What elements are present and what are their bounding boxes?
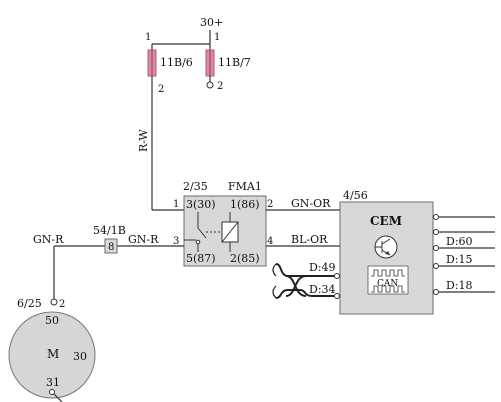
supply-label: 30+: [200, 16, 223, 29]
wire-gn-r: GN-R GN-R: [33, 233, 184, 306]
transistor-icon: [374, 235, 398, 259]
relay-pin-1-86: 1(86): [230, 198, 260, 211]
wire-gn-or: GN-OR: [266, 197, 340, 211]
fuse-label: 11B/7: [218, 56, 251, 69]
wire-label-gn-r-left: GN-R: [33, 233, 64, 246]
relay-pin-3-30: 3(30): [186, 198, 216, 211]
fuse-pin: 2: [217, 81, 223, 92]
connector-pin: 8: [108, 242, 114, 253]
relay-name: FMA1: [228, 180, 262, 193]
cem-name: CEM: [370, 214, 402, 228]
fuse-pin: 2: [158, 84, 164, 95]
connector-54-1b: 8 54/1B: [93, 224, 126, 254]
cem-line-d18: D:18: [446, 279, 473, 292]
cem-ref: 4/56: [343, 189, 368, 202]
wire-label-gn-r-right: GN-R: [128, 233, 159, 246]
can-bus-icon: CAN: [367, 265, 409, 295]
can-twisted-pair: D:49 D:34: [272, 261, 336, 299]
fuse-11b6: 11B/6 2: [147, 49, 193, 95]
motor-pin-30: 30: [73, 350, 87, 363]
wire-label-bl-or: BL-OR: [291, 233, 328, 246]
supply-pin-right: 1: [214, 32, 220, 43]
relay-pin-2-85: 2(85): [230, 252, 260, 265]
can-line-d34: D:34: [309, 283, 336, 296]
motor-pin-31: 31: [46, 376, 60, 389]
wire-bl-or: BL-OR: [266, 233, 340, 247]
wire-label-r-w: R-W: [137, 129, 150, 152]
relay-ext-pin: 3: [173, 236, 179, 247]
relay-ext-pin: 4: [267, 236, 273, 247]
motor-pin-50: 50: [45, 314, 59, 327]
cem-module: 4/56 CEM CAN D:60 D:15 D:18: [334, 189, 495, 315]
motor-pin-in: 2: [59, 299, 65, 310]
cem-line-d15: D:15: [446, 253, 473, 266]
motor-label: M: [47, 347, 59, 361]
can-line-d49: D:49: [309, 261, 336, 274]
relay-ref: 2/35: [183, 180, 208, 193]
motor-ref: 6/25: [17, 297, 42, 310]
cem-line-d60: D:60: [446, 235, 473, 248]
connector-ref: 54/1B: [93, 224, 126, 237]
wire-label-gn-or: GN-OR: [291, 197, 331, 210]
wire-r-w: R-W: [137, 76, 184, 211]
relay-fma1: 2/35 FMA1 3(30) 1(86) 5(87) 2(85) 1 3 2 …: [173, 180, 273, 267]
supply-pin-left: 1: [145, 32, 151, 43]
relay-ext-pin: 2: [267, 199, 273, 210]
relay-pin-5-87: 5(87): [186, 252, 216, 265]
can-label: CAN: [377, 279, 398, 289]
fuse-label: 11B/6: [160, 56, 193, 69]
relay-ext-pin: 1: [173, 199, 179, 210]
supply-rail: 30+ 1 1: [145, 16, 223, 50]
motor: 6/25 2 50 M 30 31: [8, 297, 96, 402]
fuse-11b7: 11B/7 2: [205, 49, 251, 92]
